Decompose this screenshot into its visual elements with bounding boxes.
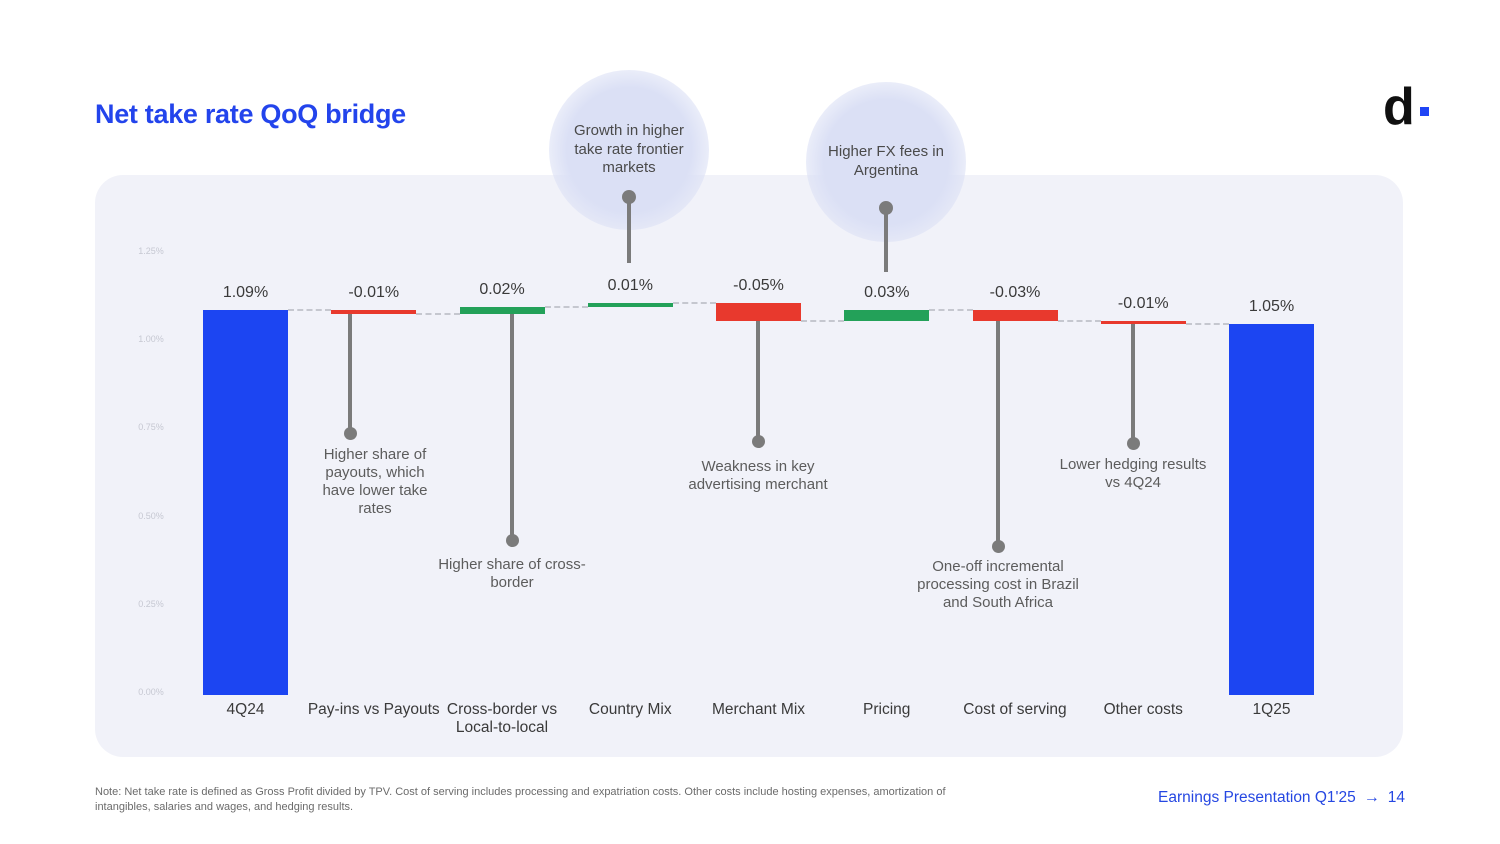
- y-axis-tick-label: 0.00%: [138, 687, 164, 697]
- waterfall-bar-othercosts: [1100, 320, 1186, 325]
- waterfall-connector: [288, 309, 332, 312]
- waterfall-bar-pricing: [844, 310, 930, 321]
- category-label-payins: Pay-ins vs Payouts: [307, 701, 440, 718]
- waterfall-bar-crossborder: [459, 306, 545, 314]
- category-label-pricing: Pricing: [863, 701, 911, 718]
- y-axis-tick-label: 1.00%: [138, 334, 164, 345]
- callout-bubble-fx-argentina: Higher FX fees in Argentina: [806, 82, 966, 242]
- bubble-dot-0: [622, 190, 636, 204]
- annotation-dot-payins: [343, 426, 357, 440]
- waterfall-connector: [416, 312, 460, 315]
- annotation-stem-crossborder: [510, 313, 514, 540]
- bubble-dot-1: [879, 201, 893, 215]
- footnote: Note: Net take rate is defined as Gross …: [95, 786, 946, 814]
- category-label-countrymix: Country Mix: [588, 701, 672, 718]
- bar-value-label-q1: 1.05%: [1248, 298, 1295, 316]
- waterfall-bar-q1: [1229, 324, 1314, 695]
- waterfall-connector: [672, 302, 716, 305]
- annotation-stem-payins: [348, 313, 352, 433]
- waterfall-bar-q4: [203, 310, 288, 695]
- bar-value-label-countrymix: 0.01%: [607, 277, 653, 295]
- bar-value-label-costserving: -0.03%: [989, 284, 1041, 302]
- chart-panel: [95, 175, 1403, 757]
- annotation-text-costserving: One-off incremental processing cost in B…: [917, 558, 1079, 611]
- y-axis-tick-label: 1.25%: [138, 246, 164, 256]
- footer-presentation-link[interactable]: Earnings Presentation Q1'25 → 14: [1158, 789, 1405, 807]
- footer-presentation-label: Earnings Presentation Q1'25: [1158, 789, 1356, 806]
- bar-value-label-merchantmix: -0.05%: [733, 277, 784, 295]
- category-label-othercosts: Other costs: [1103, 701, 1183, 718]
- y-axis-tick-label: 0.25%: [138, 598, 164, 609]
- category-label-q4: 4Q24: [226, 701, 265, 718]
- bubble-stem-0: [627, 197, 631, 263]
- bubble-stem-1: [884, 208, 888, 272]
- logo-letter: d: [1383, 78, 1415, 136]
- bar-value-label-crossborder: 0.02%: [479, 280, 525, 298]
- annotation-text-merchantmix: Weakness in key advertising merchant: [688, 458, 828, 493]
- category-label-q1: 1Q25: [1252, 701, 1291, 718]
- bar-value-label-othercosts: -0.01%: [1117, 294, 1169, 312]
- annotation-stem-merchantmix: [756, 320, 760, 441]
- callout-text: Growth in higher take rate frontier mark…: [573, 121, 685, 177]
- bar-value-label-pricing: 0.03%: [864, 284, 910, 302]
- arrow-right-icon: →: [1363, 789, 1380, 806]
- bar-value-label-q4: 1.09%: [222, 284, 269, 302]
- annotation-text-crossborder: Higher share of cross-border: [438, 556, 586, 591]
- annotation-text-payins: Higher share of payouts, which have lowe…: [322, 446, 428, 517]
- annotation-stem-othercosts: [1131, 324, 1135, 443]
- y-axis-tick-label: 0.50%: [138, 510, 164, 521]
- callout-text: Higher FX fees in Argentina: [828, 143, 944, 179]
- category-label-merchantmix: Merchant Mix: [711, 701, 806, 718]
- waterfall-connector: [801, 319, 845, 322]
- annotation-dot-costserving: [991, 539, 1005, 553]
- waterfall-bar-merchantmix: [716, 303, 801, 321]
- annotation-dot-merchantmix: [751, 434, 765, 448]
- waterfall-connector: [929, 309, 973, 312]
- dlocal-logo: d: [1383, 78, 1429, 136]
- category-label-crossborder: Cross-border vs Local-to-local: [446, 701, 558, 737]
- waterfall-connector: [1057, 319, 1101, 322]
- annotation-stem-costserving: [996, 320, 1000, 546]
- footer-page-number: 14: [1387, 789, 1405, 806]
- waterfall-bar-payins: [331, 310, 417, 314]
- annotation-dot-crossborder: [505, 533, 519, 547]
- logo-dot-icon: [1419, 107, 1429, 116]
- waterfall-bar-countrymix: [587, 303, 673, 307]
- page-title: Net take rate QoQ bridge: [95, 99, 406, 129]
- waterfall-connector: [1185, 323, 1229, 326]
- waterfall-bar-costserving: [972, 310, 1058, 321]
- y-axis-tick-label: 0.75%: [138, 422, 164, 433]
- waterfall-connector: [544, 305, 588, 308]
- bar-value-label-payins: -0.01%: [348, 284, 400, 302]
- category-label-costserving: Cost of serving: [963, 701, 1067, 718]
- annotation-dot-othercosts: [1126, 436, 1140, 450]
- annotation-text-othercosts: Lower hedging results vs 4Q24: [1059, 456, 1207, 491]
